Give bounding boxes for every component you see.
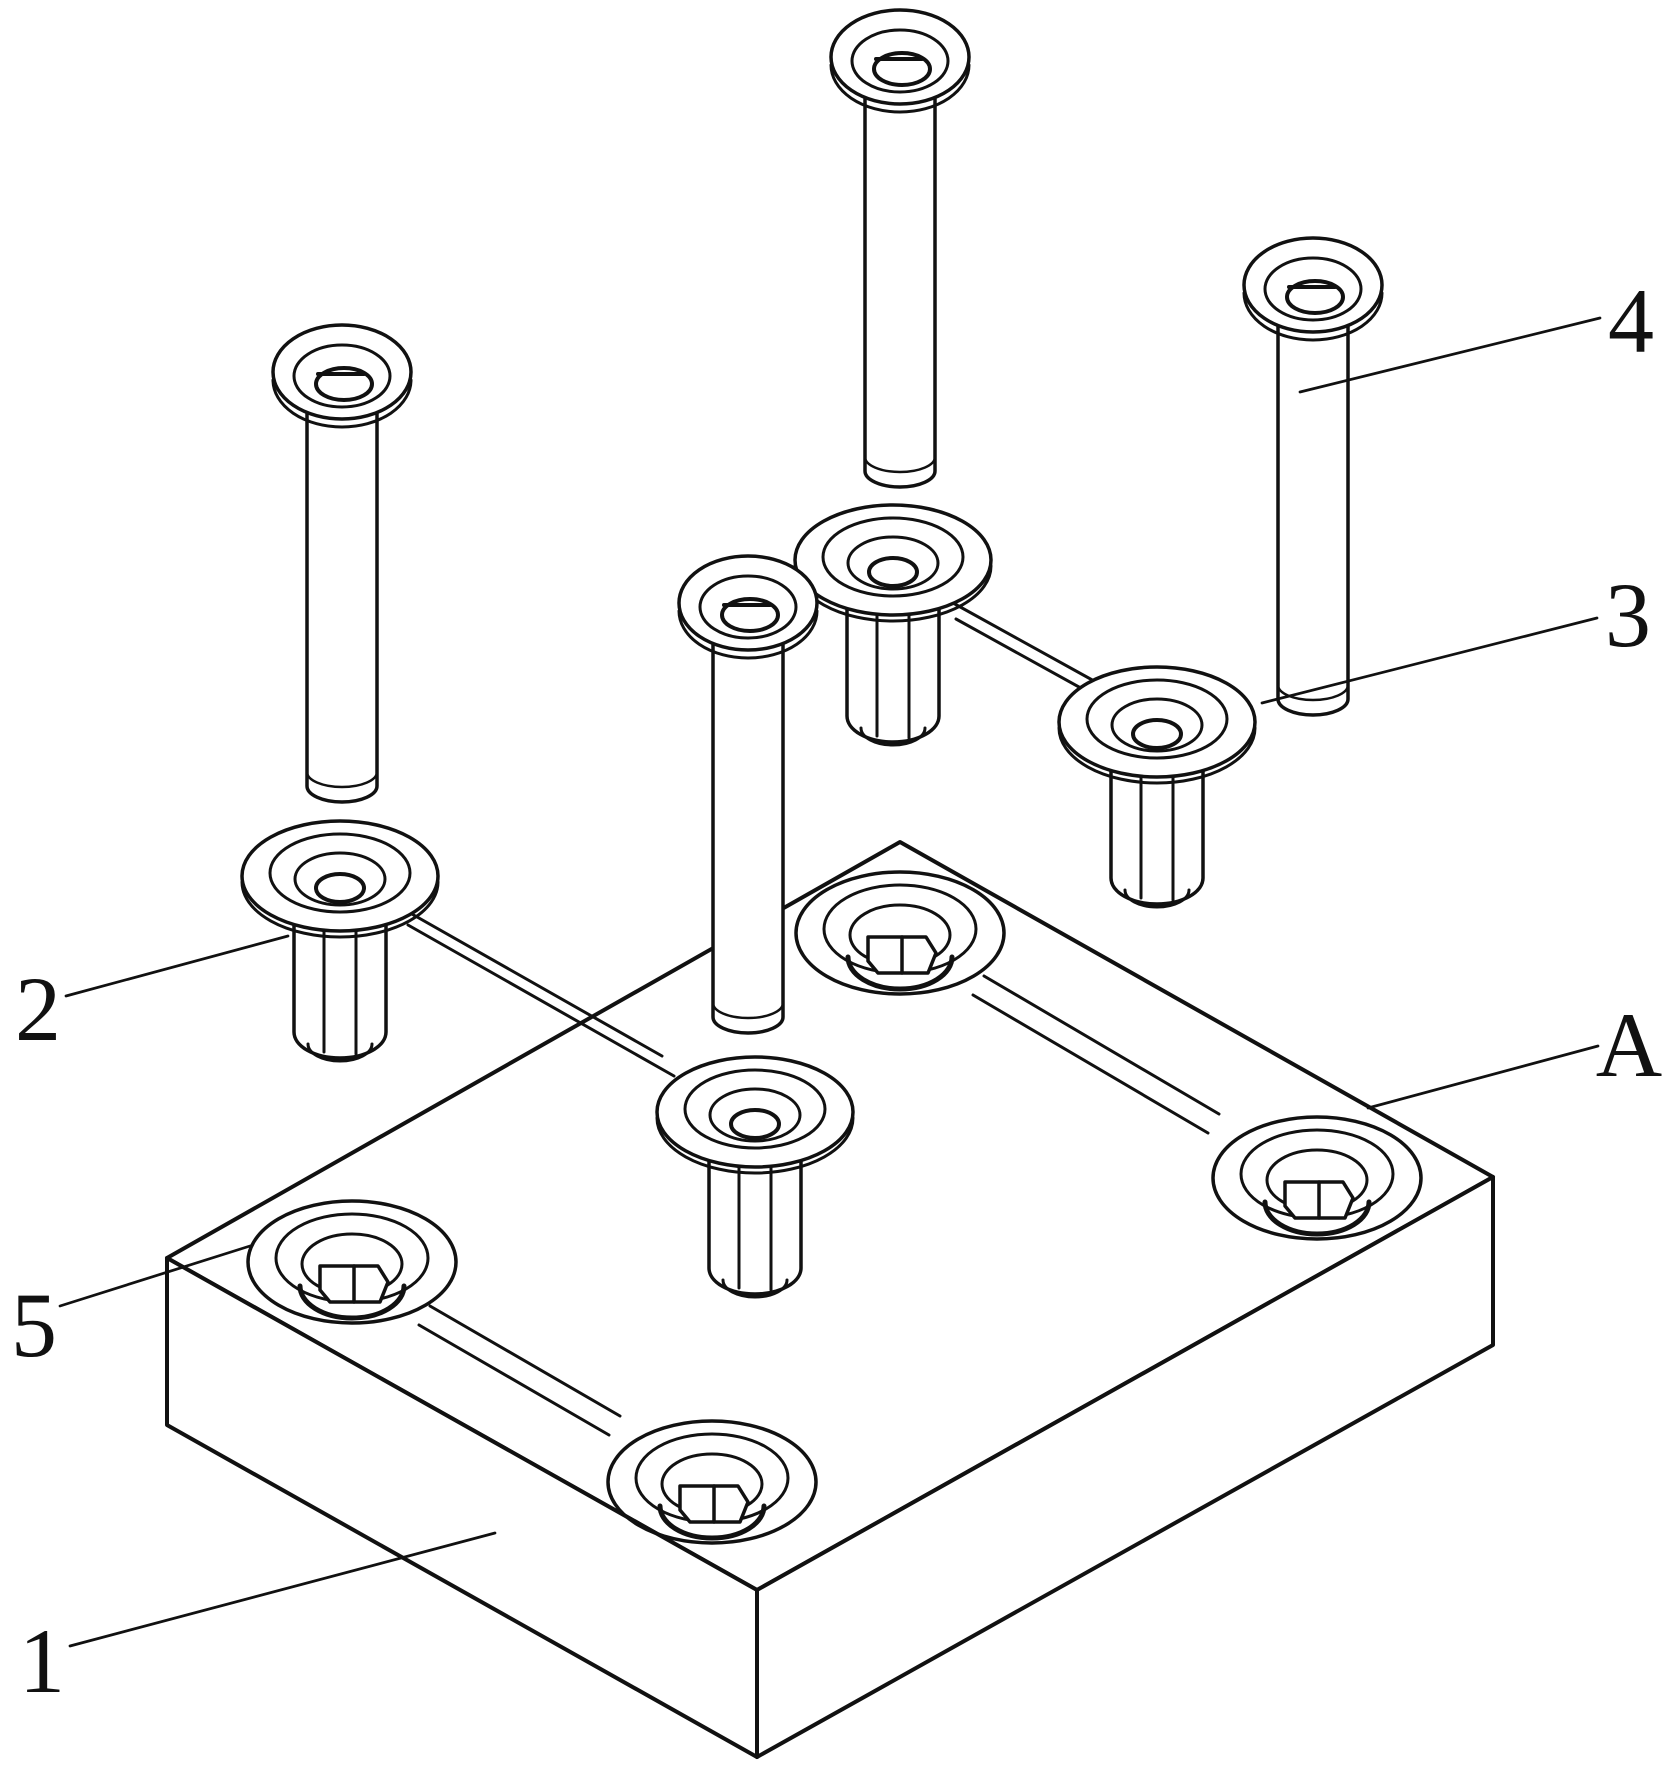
plate-right-face — [755, 1175, 1495, 1759]
leader-line-A — [1366, 1044, 1600, 1110]
leader-line-2 — [64, 934, 290, 998]
screw-left — [271, 323, 413, 804]
base-plate — [165, 840, 1495, 1759]
leader-line-3 — [1260, 616, 1599, 705]
screw-top-center — [829, 8, 971, 489]
leader-line-5 — [58, 1244, 252, 1308]
hole-slot-channel-left-front — [417, 1304, 622, 1437]
callout-label-2: 2 — [15, 958, 61, 1060]
leader-line-4 — [1298, 316, 1602, 394]
callout-label-4: 4 — [1608, 270, 1654, 372]
hole-slot-channel-back-right — [971, 974, 1221, 1135]
leader-line-1 — [68, 1531, 497, 1648]
grommet-right — [1057, 665, 1257, 909]
callout-label-3: 3 — [1605, 564, 1651, 666]
callout-label-A: A — [1596, 994, 1662, 1096]
screw-right — [1242, 236, 1384, 717]
callout-label-5: 5 — [11, 1274, 57, 1376]
callout-label-1: 1 — [19, 1610, 65, 1712]
grommet-link-bar-left — [394, 903, 676, 1078]
grommet-top-center — [793, 503, 993, 747]
